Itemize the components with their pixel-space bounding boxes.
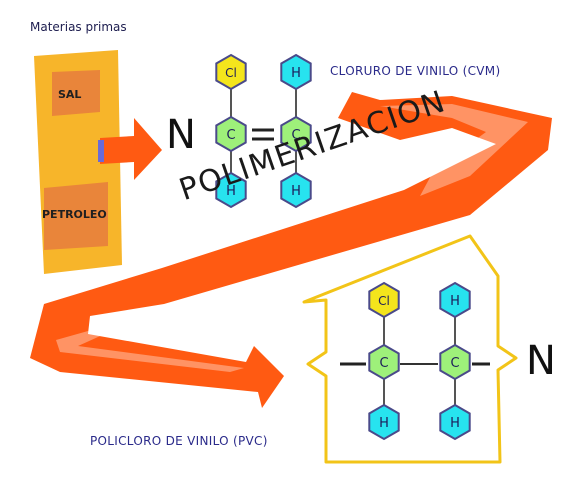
pvc-carbon-atom-label: C — [379, 356, 388, 371]
cvm-hydrogen-atom-label: H — [291, 66, 301, 81]
pvc-hydrogen-atom: H — [439, 403, 471, 441]
cvm-hydrogen-atom: H — [215, 171, 247, 209]
sal-box — [52, 70, 100, 116]
pvc-hydrogen-atom-label: H — [379, 416, 389, 431]
cvm-carbon-atom: C — [215, 115, 247, 153]
cvm-carbon-atom-label: C — [226, 128, 235, 143]
pvc-bracket — [302, 234, 518, 464]
raw-materials-title: Materias primas — [30, 20, 127, 34]
pvc-chlorine-atom: Cl — [368, 281, 400, 319]
pvc-chlorine-atom-label: Cl — [378, 294, 390, 308]
cvm-chlorine-atom-label: Cl — [225, 66, 237, 80]
pvc-carbon-atom: C — [439, 343, 471, 381]
pvc-hydrogen-atom-label: H — [450, 294, 460, 309]
cvm-hydrogen-atom: H — [280, 53, 312, 91]
pvc-carbon-atom: C — [368, 343, 400, 381]
cvm-hydrogen-atom-label: H — [291, 184, 301, 199]
polymerization-arrow — [30, 92, 552, 408]
polymer-multiplier: N — [526, 338, 556, 384]
cvm-carbon-atom: C — [280, 115, 312, 153]
monomer-label: CLORURO DE VINILO (CVM) — [330, 64, 501, 78]
raw-material-petroleo: PETROLEO — [42, 208, 107, 221]
pvc-hydrogen-atom: H — [439, 281, 471, 319]
cvm-hydrogen-atom: H — [280, 171, 312, 209]
polymerization-arrow-highlight — [380, 104, 528, 196]
feed-arrow-shadow — [98, 140, 104, 162]
cvm-chlorine-atom: Cl — [215, 53, 247, 91]
cvm-carbon-atom-label: C — [291, 128, 300, 143]
pvc-hydrogen-atom-label: H — [450, 416, 460, 431]
pvc-hydrogen-atom: H — [368, 403, 400, 441]
double-bond — [252, 128, 274, 141]
raw-material-sal: SAL — [58, 88, 82, 101]
feed-arrow — [100, 118, 162, 180]
polymerization-arrow-highlight — [56, 322, 244, 372]
petroleo-box — [44, 182, 108, 250]
cvm-hydrogen-atom-label: H — [226, 184, 236, 199]
monomer-multiplier: N — [166, 112, 196, 158]
polymer-label: POLICLORO DE VINILO (PVC) — [90, 434, 268, 448]
pvc-carbon-atom-label: C — [450, 356, 459, 371]
